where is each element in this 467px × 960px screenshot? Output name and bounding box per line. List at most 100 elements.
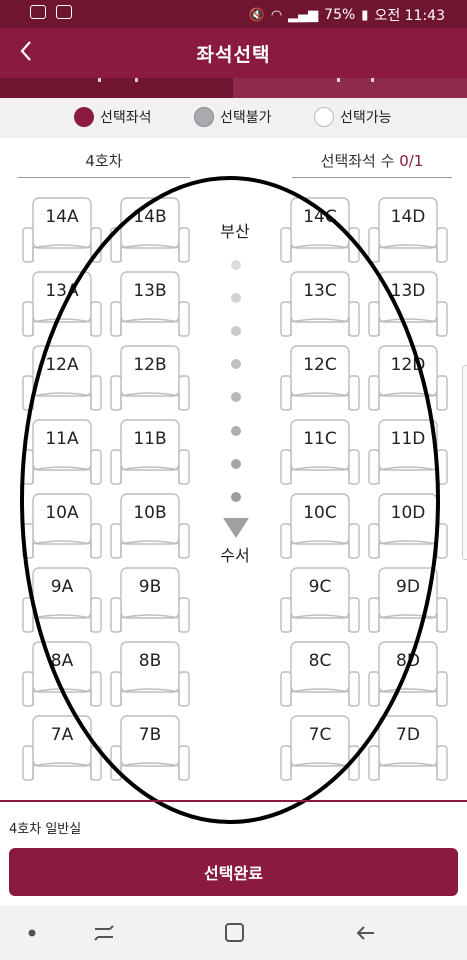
seat-label: 10D [390, 503, 426, 523]
clock: 오전 11:43 [374, 8, 445, 24]
legend-label: 선택좌석 [100, 110, 152, 126]
seat-11d[interactable]: 11D [367, 418, 449, 486]
seat-label: 10C [303, 503, 337, 523]
seat-label: 13D [390, 281, 426, 301]
seat-13a[interactable]: 13A [21, 270, 103, 338]
seat-14c[interactable]: 14C [279, 196, 361, 264]
seat-10d[interactable]: 10D [367, 492, 449, 560]
seat-9a[interactable]: 9A [21, 566, 103, 634]
seat-label: 14D [390, 207, 426, 227]
battery-icon: ▮ [361, 7, 369, 23]
back-button[interactable] [12, 36, 42, 66]
seat-label: 8B [138, 651, 162, 671]
seat-8b[interactable]: 8B [109, 640, 191, 708]
seat-label: 12D [390, 355, 426, 375]
image-notification-icon [56, 5, 72, 19]
seat-7b[interactable]: 7B [109, 714, 191, 782]
app-header: 좌석선택 [0, 28, 467, 78]
seat-9b[interactable]: 9B [109, 566, 191, 634]
seat-12b[interactable]: 12B [109, 344, 191, 412]
recent-apps-button[interactable] [90, 920, 118, 946]
seat-14b[interactable]: 14B [109, 196, 191, 264]
seat-7a[interactable]: 7A [21, 714, 103, 782]
bottom-divider [0, 800, 467, 802]
car-number: 4호차 [18, 150, 190, 178]
seat-9c[interactable]: 9C [279, 566, 361, 634]
app-notification-icon [30, 5, 46, 19]
seat-label: 8A [50, 651, 74, 671]
car-tab-strip [0, 78, 467, 98]
legend-available: 선택가능 [314, 107, 392, 127]
seat-12d[interactable]: 12D [367, 344, 449, 412]
battery-level: 75% [324, 7, 356, 23]
seat-10b[interactable]: 10B [109, 492, 191, 560]
seat-12a[interactable]: 12A [21, 344, 103, 412]
seat-12c[interactable]: 12C [279, 344, 361, 412]
legend-selected: 선택좌석 [74, 107, 152, 127]
home-icon [225, 923, 244, 942]
car-class-label: 4호차 일반실 [9, 822, 82, 837]
seat-label: 9A [50, 577, 74, 597]
direction-arrow-icon [223, 518, 249, 538]
seat-11b[interactable]: 11B [109, 418, 191, 486]
nav-dot-button[interactable] [18, 920, 46, 946]
seat-label: 14C [303, 207, 337, 227]
legend-unavailable: 선택불가 [194, 107, 272, 127]
seat-label: 11B [133, 429, 167, 449]
dot-icon [28, 929, 36, 937]
seat-label: 11A [45, 429, 79, 449]
aisle-dot-icon [231, 392, 241, 402]
seat-11a[interactable]: 11A [21, 418, 103, 486]
mute-icon: 🔇 [248, 7, 265, 23]
aisle-dot-icon [231, 426, 241, 436]
aisle-dot-icon [231, 260, 241, 270]
seat-10c[interactable]: 10C [279, 492, 361, 560]
aisle-dot-icon [231, 293, 241, 303]
seat-13d[interactable]: 13D [367, 270, 449, 338]
seat-label: 9D [396, 577, 420, 597]
seat-label: 11C [303, 429, 337, 449]
seat-8a[interactable]: 8A [21, 640, 103, 708]
seat-7d[interactable]: 7D [367, 714, 449, 782]
seat-label: 13A [45, 281, 79, 301]
nav-back-button[interactable] [352, 920, 380, 946]
seat-7c[interactable]: 7C [279, 714, 361, 782]
available-dot-icon [314, 107, 334, 127]
scroll-indicator[interactable] [462, 365, 467, 560]
selected-count-label: 선택좌석 수 [320, 152, 395, 170]
seat-13c[interactable]: 13C [279, 270, 361, 338]
aisle-dot-icon [231, 359, 241, 369]
seat-label: 8D [396, 651, 420, 671]
car-tab-next[interactable] [233, 78, 467, 98]
seat-11c[interactable]: 11C [279, 418, 361, 486]
home-button[interactable] [220, 920, 248, 946]
aisle-dot-icon [231, 459, 241, 469]
seat-14a[interactable]: 14A [21, 196, 103, 264]
seat-label: 12A [45, 355, 79, 375]
seat-label: 10A [45, 503, 79, 523]
seat-8c[interactable]: 8C [279, 640, 361, 708]
seat-label: 7C [308, 725, 332, 745]
seat-13b[interactable]: 13B [109, 270, 191, 338]
seat-label: 12C [303, 355, 337, 375]
status-bar: 🔇 ◠ ▂▄▆ 75% ▮ 오전 11:43 [0, 0, 467, 28]
car-tab-current[interactable] [0, 78, 233, 98]
seat-label: 7A [50, 725, 74, 745]
chevron-left-icon [20, 41, 31, 61]
signal-icon: ▂▄▆ [288, 7, 319, 23]
seat-9d[interactable]: 9D [367, 566, 449, 634]
back-arrow-icon [356, 926, 374, 940]
confirm-selection-button[interactable]: 선택완료 [9, 848, 458, 896]
seat-label: 13C [303, 281, 337, 301]
selected-count-value: 0/1 [399, 152, 424, 170]
seat-label: 9C [308, 577, 332, 597]
seat-label: 11D [390, 429, 426, 449]
seat-label: 10B [133, 503, 167, 523]
seat-14d[interactable]: 14D [367, 196, 449, 264]
seat-label: 13B [133, 281, 167, 301]
seat-label: 12B [133, 355, 167, 375]
seat-10a[interactable]: 10A [21, 492, 103, 560]
direction-bottom: 수서 [220, 546, 250, 565]
seat-8d[interactable]: 8D [367, 640, 449, 708]
